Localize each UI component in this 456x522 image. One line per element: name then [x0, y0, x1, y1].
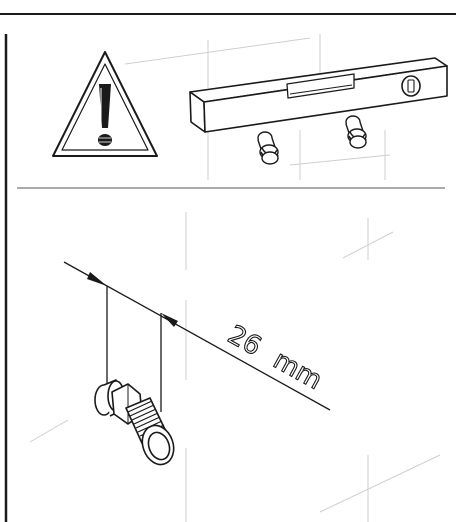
dimension-lines [63, 261, 331, 412]
threaded-fitting-icon [94, 379, 175, 466]
warning-triangle-icon [52, 51, 158, 157]
dimension-unit: mm [268, 345, 327, 396]
wall-guides-top [124, 34, 391, 180]
dimension-arrows [87, 272, 178, 327]
wall-guides-bottom [29, 212, 441, 522]
wall-plug-icon [257, 115, 367, 165]
dimension-label: 26 mm [222, 319, 327, 396]
spirit-level-icon [189, 57, 448, 133]
dimension-value: 26 [223, 320, 266, 362]
